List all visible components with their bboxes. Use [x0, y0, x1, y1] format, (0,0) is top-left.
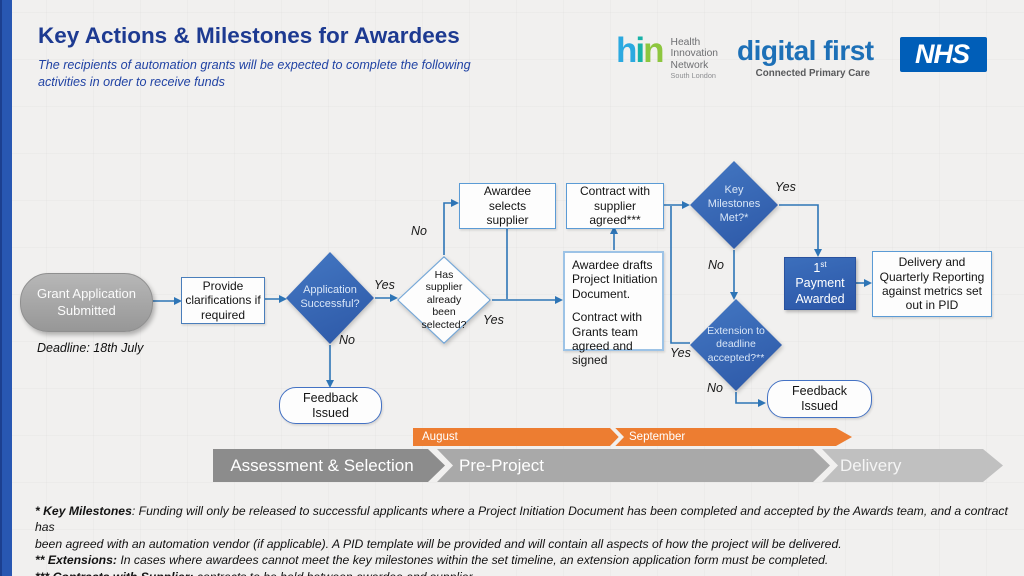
node-delivery-quarterly-reporting: Delivery and Quarterly Reporting against… [872, 251, 992, 317]
month-august: August [422, 431, 458, 443]
edge-label-no-app-success: No [339, 333, 355, 347]
footnote-extensions: ** Extensions: In cases where awardees c… [35, 553, 829, 568]
footnote-key-milestones-cont: been agreed with an automation vendor (i… [35, 536, 842, 551]
left-accent-bar [0, 0, 12, 576]
nhs-logo: NHS [900, 37, 987, 72]
edge-extension-no [735, 392, 766, 407]
node-feedback-issued-left: Feedback Issued [279, 387, 382, 424]
node-awardee-selects-supplier: Awardee selects supplier [459, 183, 556, 229]
node-feedback-issued-right: Feedback Issued [767, 380, 872, 418]
node-key-milestones-met: Key Milestones Met?* [690, 161, 778, 249]
edge-milestones-yes [779, 204, 822, 257]
footnote-key-milestones: * Key Milestones: Funding will only be r… [35, 504, 1008, 535]
node-application-successful: Application Successful? [286, 252, 374, 344]
phase-pre-project: Pre-Project [437, 449, 830, 482]
hin-logo: hin Health Innovation Network South Lond… [616, 31, 718, 80]
node-has-supplier-selected: Has supplier already been selected? [397, 256, 491, 344]
edge-label-yes-has-supplier: Yes [483, 313, 504, 327]
node-first-payment-awarded: 1st Payment Awarded [784, 257, 856, 310]
page-title: Key Actions & Milestones for Awardees [38, 23, 460, 48]
phase-assessment-selection: Assessment & Selection [213, 449, 445, 482]
edge-label-no-milestones: No [708, 258, 724, 272]
edge-label-yes-milestones: Yes [775, 180, 796, 194]
footnote-contracts-supplier: *** Contracts with Supplier: contracts t… [35, 569, 1013, 576]
node-provide-clarifications: Provide clarifications if required [181, 277, 265, 324]
page-subtitle: The recipients of automation grants will… [38, 58, 471, 89]
edge-extension-yes-loop [670, 206, 690, 344]
timeline-months-bar: August September [413, 428, 852, 446]
node-extension-to-deadline: Extension to deadline accepted?** [690, 299, 782, 391]
month-chevron-separator [610, 428, 624, 446]
hin-wordmark: hin [616, 31, 665, 70]
node-grant-application-submitted: Grant Application Submitted [20, 273, 153, 332]
node-awardee-drafts-pid: Awardee drafts Project Initiation Docume… [563, 251, 664, 367]
edge-label-no-extension: No [707, 381, 723, 395]
phase-delivery: Delivery [822, 449, 1003, 482]
edge-label-yes-extension: Yes [670, 346, 691, 360]
month-september: September [629, 431, 686, 443]
edge-label-yes-app-success: Yes [374, 278, 395, 292]
edge-has-supplier-no [443, 199, 459, 255]
deadline-note: Deadline: 18th July [37, 341, 144, 355]
node-contract-with-supplier: Contract with supplier agreed*** [566, 183, 664, 229]
edge-label-no-has-supplier: No [411, 224, 427, 238]
digital-first-logo: digital first Connected Primary Care [737, 35, 874, 80]
footnotes: * Key Milestones: Funding will only be r… [35, 503, 1013, 576]
hin-logo-text: Health Innovation Network South London [670, 37, 719, 80]
